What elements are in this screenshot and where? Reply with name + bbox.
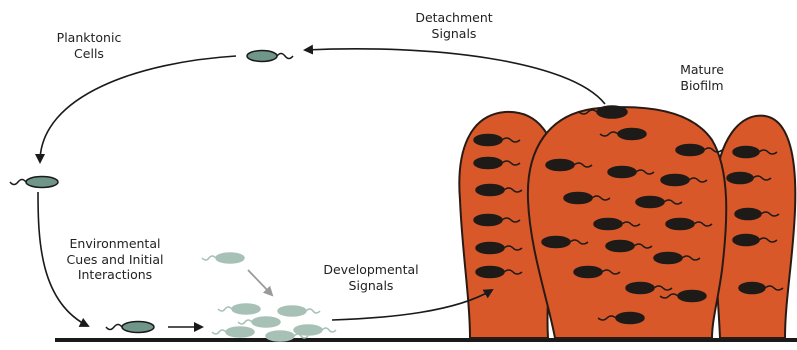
detachment-line-1: Detachment — [396, 10, 512, 26]
microcolony-cell — [238, 317, 280, 327]
microcolony-cell — [218, 304, 260, 314]
microcolony-cell — [278, 306, 320, 316]
environmental-line-1: Environmental — [48, 236, 182, 252]
planktonic-cell-top — [247, 51, 293, 62]
mature-line-1: Mature — [662, 62, 742, 78]
mature-biofilm-label: Mature Biofilm — [662, 62, 742, 93]
attaching-cell — [106, 322, 154, 333]
settling-arrow — [248, 270, 272, 295]
planktonic-line-1: Planktonic — [44, 30, 134, 46]
planktonic-cell-left — [10, 177, 58, 188]
environmental-cues-label: Environmental Cues and Initial Interacti… — [48, 236, 182, 283]
planktonic-cells-label: Planktonic Cells — [44, 30, 134, 61]
planktonic-line-2: Cells — [44, 46, 134, 62]
planktonic-return-arrow — [40, 56, 236, 162]
detachment-arrow — [305, 49, 605, 104]
environmental-line-3: Interactions — [48, 267, 182, 283]
developmental-line-1: Developmental — [306, 262, 436, 278]
detachment-signals-label: Detachment Signals — [396, 10, 512, 41]
developmental-line-2: Signals — [306, 278, 436, 294]
settling-cell — [202, 253, 244, 263]
mature-line-2: Biofilm — [662, 78, 742, 94]
microcolony-cell — [294, 325, 336, 335]
developmental-signals-label: Developmental Signals — [306, 262, 436, 293]
detachment-line-2: Signals — [396, 26, 512, 42]
environmental-line-2: Cues and Initial — [48, 252, 182, 268]
microcolony-cell — [212, 327, 254, 337]
